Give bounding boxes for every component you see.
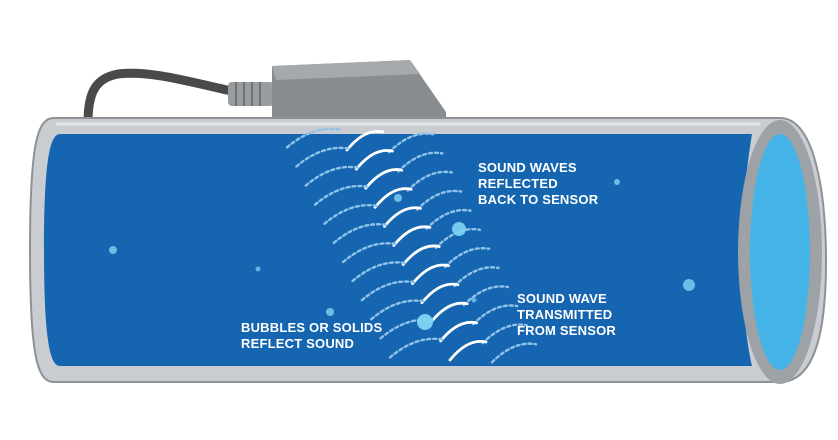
bubble (683, 279, 695, 291)
reflected-wave-arc (462, 285, 510, 307)
reflected-wave-arc (313, 184, 369, 206)
bubble (326, 308, 334, 316)
transmitted-wave-arc (392, 225, 432, 247)
transmitted-wave-arc (420, 282, 460, 305)
reflected-wave-arc (370, 299, 425, 321)
reflected-wave-arc (443, 247, 491, 269)
transmitted-wave-arc (439, 320, 479, 343)
reflected-line-3: BACK TO SENSOR (478, 192, 599, 207)
transmitted-line-1: SOUND WAVE (517, 291, 607, 306)
reflected-wave-arc (425, 208, 472, 230)
sensor-top-facet (272, 60, 420, 80)
reflected-wave-arc (341, 242, 397, 264)
reflected-wave-arc (481, 323, 528, 345)
bubble (255, 266, 261, 272)
pipe-liquid (44, 134, 752, 366)
bubble (452, 222, 466, 236)
reflected-wave-arc (415, 189, 463, 211)
bubbles-label: BUBBLES OR SOLIDS REFLECT SOUND (241, 320, 382, 352)
transmitted-line-2: TRANSMITTED (517, 307, 613, 322)
reflected-wave-arc (285, 127, 341, 149)
transmitted-wave-arc (448, 340, 488, 362)
transmitted-wave-arc (345, 130, 385, 152)
reflected-waves-label: SOUND WAVES REFLECTED BACK TO SENSOR (478, 160, 598, 208)
bubble (471, 297, 477, 303)
reflected-line-1: SOUND WAVES (478, 160, 577, 175)
sound-waves (285, 127, 538, 364)
bubble (417, 314, 433, 330)
reflected-wave-arc (387, 132, 435, 154)
reflected-wave-arc (332, 223, 388, 245)
reflected-wave-arc (453, 266, 500, 288)
transmitted-wave-arc (354, 149, 394, 171)
transmitted-wave-arc (429, 301, 469, 324)
bubble (614, 179, 620, 185)
particles (109, 179, 695, 330)
transmitted-wave-arc (401, 244, 441, 266)
bubble (109, 246, 117, 254)
transmitted-wave-label: SOUND WAVE TRANSMITTED FROM SENSOR (517, 291, 616, 339)
transmitted-wave-arc (411, 263, 450, 286)
transmitted-wave-arc (364, 168, 404, 190)
transmitted-wave-arc (383, 206, 422, 228)
transmitted-line-3: FROM SENSOR (517, 323, 616, 338)
reflected-wave-arc (323, 203, 378, 225)
transmitted-wave-arc (373, 187, 413, 209)
reflected-wave-arc (295, 146, 350, 168)
reflected-wave-arc (351, 261, 406, 283)
bubbles-line-2: REFLECT SOUND (241, 336, 355, 351)
reflected-wave-arc (397, 151, 444, 173)
reflected-wave-arc (360, 280, 416, 302)
bubbles-line-1: BUBBLES OR SOLIDS (241, 320, 383, 335)
reflected-wave-arc (304, 165, 359, 187)
reflected-wave-arc (472, 304, 519, 326)
reflected-line-2: REFLECTED (478, 176, 558, 191)
reflected-wave-arc (379, 318, 434, 340)
pipe-opening (750, 134, 810, 370)
cable-strain-relief (228, 82, 274, 106)
sensor-cable (83, 68, 241, 127)
reflected-wave-arc (406, 170, 453, 192)
reflected-wave-arc (388, 337, 444, 359)
reflected-wave-arc (490, 342, 538, 364)
bubble (394, 194, 402, 202)
